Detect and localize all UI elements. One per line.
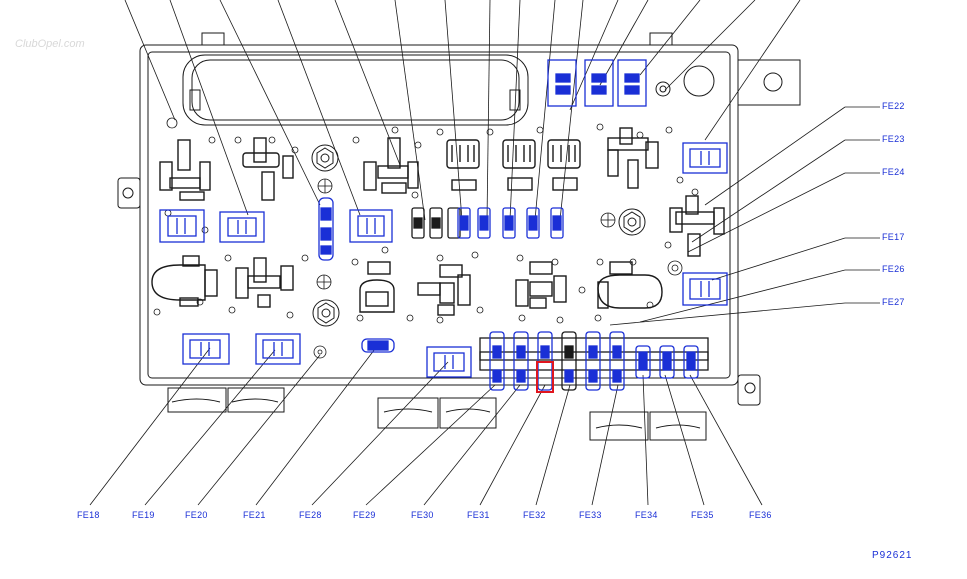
label-fe20: FE20	[185, 510, 208, 520]
label-fe31: FE31	[467, 510, 490, 520]
label-fe34: FE34	[635, 510, 658, 520]
relays	[151, 127, 725, 316]
label-fe23: FE23	[882, 134, 905, 144]
label-fe35: FE35	[691, 510, 714, 520]
bottom-connectors	[167, 387, 707, 441]
label-fe30: FE30	[411, 510, 434, 520]
selected-fuse-fe32	[536, 361, 554, 393]
label-fe26: FE26	[882, 264, 905, 274]
diagram-reference-code: P92621	[872, 550, 913, 561]
highlighted-components	[159, 59, 728, 391]
label-fe36: FE36	[749, 510, 772, 520]
label-fe22: FE22	[882, 101, 905, 111]
black-mini-fuses	[411, 207, 461, 239]
bottom-leader-lines	[89, 344, 763, 506]
label-fe19: FE19	[132, 510, 155, 520]
hex-bolts	[311, 144, 646, 327]
top-leader-lines	[124, 0, 801, 221]
label-fe33: FE33	[579, 510, 602, 520]
label-fe18: FE18	[77, 510, 100, 520]
fuse-box-housing	[139, 44, 739, 386]
label-fe28: FE28	[299, 510, 322, 520]
label-fe21: FE21	[243, 510, 266, 520]
label-fe24: FE24	[882, 167, 905, 177]
label-fe29: FE29	[353, 510, 376, 520]
label-fe32: FE32	[523, 510, 546, 520]
watermark-logo: ClubOpel.com	[15, 38, 85, 50]
label-fe17: FE17	[882, 232, 905, 242]
right-leader-lines	[609, 106, 880, 326]
label-fe27: FE27	[882, 297, 905, 307]
mounting-holes	[153, 117, 699, 359]
